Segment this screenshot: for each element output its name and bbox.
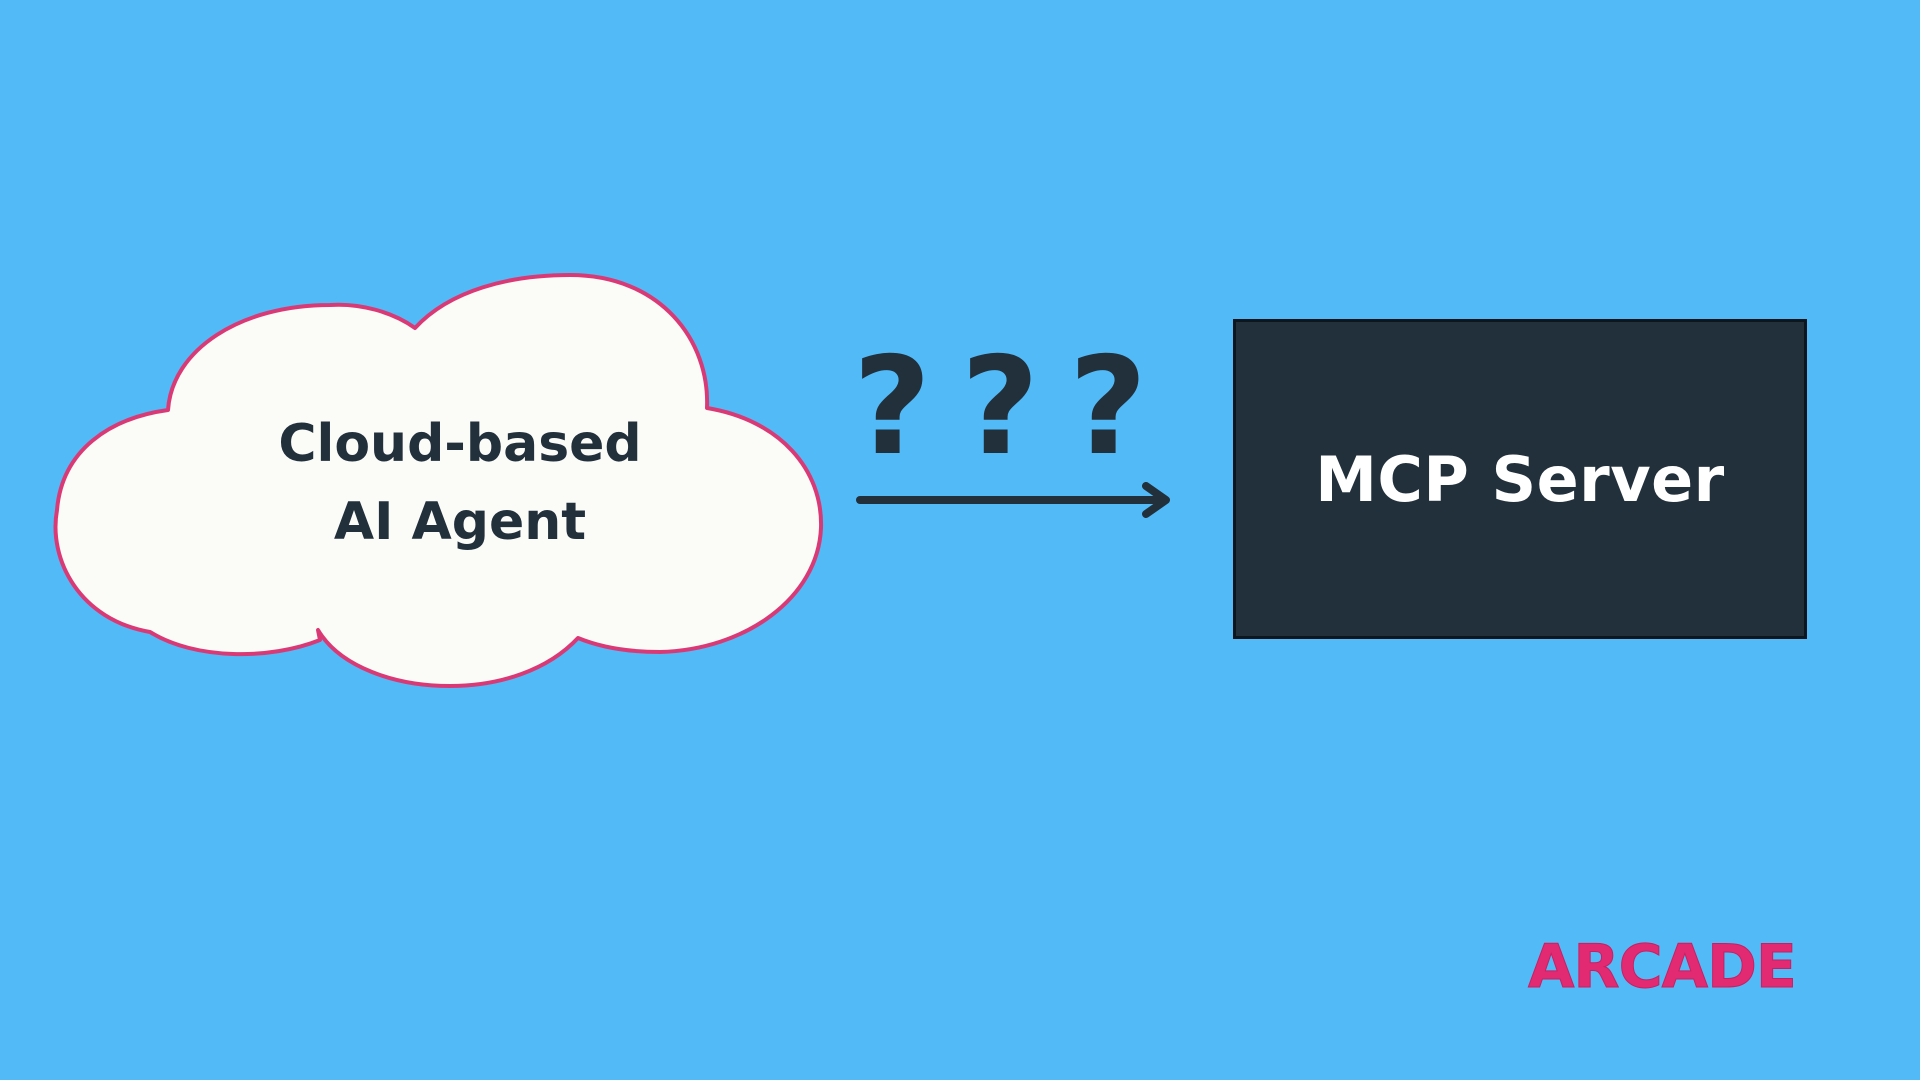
arrow-right-icon bbox=[856, 482, 1170, 518]
mcp-server-box: MCP Server bbox=[1233, 319, 1807, 639]
question-marks: ? ? ? bbox=[850, 332, 1150, 482]
mcp-server-label: MCP Server bbox=[1315, 442, 1725, 516]
cloud-label-line2: AI Agent bbox=[333, 492, 587, 552]
arrow-head bbox=[1142, 482, 1170, 518]
cloud-label-line1: Cloud-based bbox=[278, 414, 642, 474]
arcade-logo: ARCADE bbox=[1528, 932, 1798, 1003]
question-mark-3: ? bbox=[1068, 328, 1148, 485]
question-mark-1: ? bbox=[852, 328, 932, 485]
cloud-shape bbox=[53, 273, 824, 688]
cloud-label: Cloud-based AI Agent bbox=[160, 405, 760, 561]
question-mark-2: ? bbox=[960, 328, 1040, 485]
